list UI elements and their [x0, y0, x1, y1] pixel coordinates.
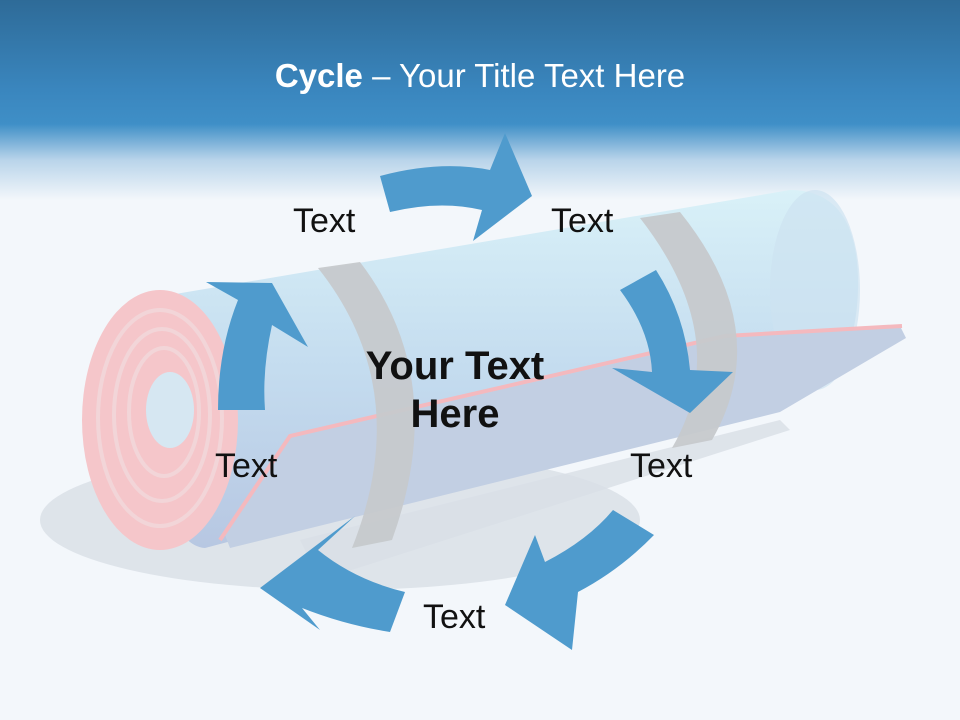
label-top-left: Text [293, 202, 356, 240]
center-text: Your Text Here [330, 342, 580, 438]
roll-strap-left [318, 262, 415, 548]
roll-spiral-ring2 [112, 327, 212, 503]
roll-spiral-ring3 [127, 346, 201, 478]
title-rest: – Your Title Text Here [362, 57, 686, 94]
roll-shadow-tail [300, 420, 790, 580]
slide-title: Cycle – Your Title Text Here [0, 56, 960, 96]
label-bottom: Text [423, 598, 486, 636]
center-line2: Here [410, 392, 500, 436]
arrow-top [380, 133, 532, 241]
label-mid-right: Text [630, 447, 693, 485]
roll-spiral-core [146, 372, 194, 448]
title-bold: Cycle [274, 57, 363, 94]
label-mid-left: Text [215, 447, 278, 485]
arrow-bottom-left [260, 516, 405, 632]
roll-spiral-ring1 [96, 308, 224, 528]
flap-edge [218, 324, 903, 542]
arrow-right [612, 270, 733, 413]
center-line1: Your Text [365, 344, 545, 388]
cycle-arrows [206, 133, 733, 650]
title-band [0, 0, 960, 200]
arrow-bottom-right [505, 510, 654, 650]
arrow-left [206, 282, 308, 410]
label-top-right: Text [551, 202, 614, 240]
